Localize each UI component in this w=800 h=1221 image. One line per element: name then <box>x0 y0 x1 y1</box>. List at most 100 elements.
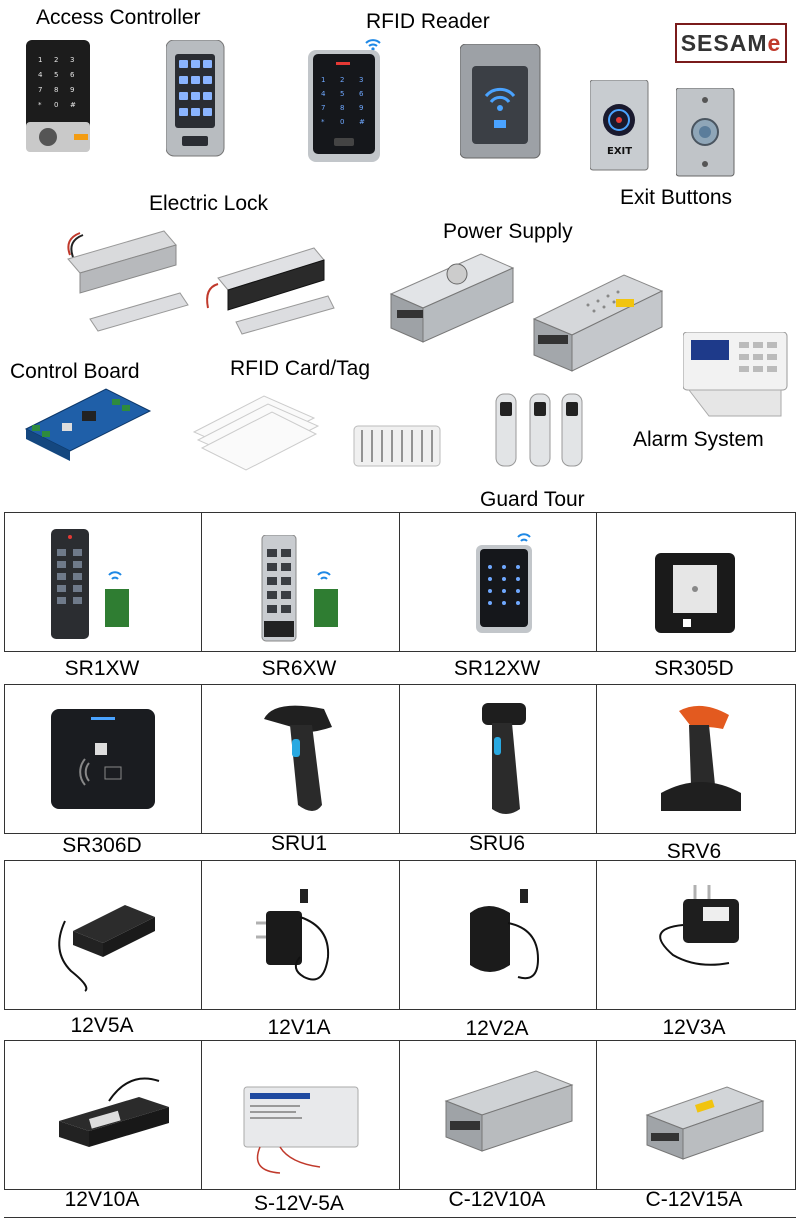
product-name-srv6: SRV6 <box>666 840 722 863</box>
svg-text:8: 8 <box>340 104 344 112</box>
rfid-reader-touch-image: 1 2 3 4 5 6 7 8 9 * 0 # <box>308 39 381 162</box>
svg-text:*: * <box>38 101 42 109</box>
sr306d-image <box>51 709 155 809</box>
product-name-sru6: SRU6 <box>468 832 526 855</box>
product-cell-12v1a <box>201 860 400 1010</box>
control-board-title: Control Board <box>10 360 140 383</box>
access-controller-metal-image <box>166 40 225 157</box>
svg-text:1: 1 <box>38 56 42 64</box>
product-cell-sru1 <box>201 684 400 834</box>
product-grid: SR1XW SR6XW SR12XW SR305D <box>4 512 796 1221</box>
product-cell-12v10a <box>4 1040 202 1190</box>
sru6-image <box>482 703 526 814</box>
product-cell-sr1xw <box>4 512 202 652</box>
grid-bottom-border <box>4 1217 796 1218</box>
product-name-sr6xw: SR6XW <box>261 657 337 680</box>
sr305d-image <box>655 553 735 633</box>
product-cell-sr12xw <box>399 512 597 652</box>
product-cell-sr306d <box>4 684 202 834</box>
product-name-c-12v10a: C-12V10A <box>448 1188 546 1211</box>
rfid-cards-image <box>192 395 320 471</box>
adapter-12v10a-image <box>59 1077 169 1147</box>
svg-text:0: 0 <box>54 101 58 109</box>
svg-text:#: # <box>70 101 76 109</box>
power-supply-image-2 <box>532 274 664 372</box>
sr12xw-image <box>476 533 532 633</box>
product-cell-srv6 <box>596 684 796 834</box>
control-board-image <box>24 388 152 461</box>
product-cell-sr6xw <box>201 512 400 652</box>
adapter-12v2a-image <box>470 889 540 980</box>
svg-text:2: 2 <box>54 56 58 64</box>
adapter-12v1a-image <box>256 889 330 981</box>
product-name-sr12xw: SR12XW <box>453 657 541 680</box>
product-name-12v5a: 12V5A <box>70 1014 134 1037</box>
exit-label: EXIT <box>607 146 632 157</box>
alarm-system-image <box>683 332 788 417</box>
svg-text:6: 6 <box>70 71 75 79</box>
product-cell-12v3a <box>596 860 796 1010</box>
product-name-12v10a: 12V10A <box>64 1188 140 1211</box>
svg-text:9: 9 <box>70 86 74 94</box>
product-cell-12v5a <box>4 860 202 1010</box>
svg-text:7: 7 <box>321 104 325 112</box>
product-cell-c-12v10a <box>399 1040 597 1190</box>
rfid-reader-title: RFID Reader <box>366 10 490 33</box>
product-name-sru1: SRU1 <box>270 832 328 855</box>
svg-text:0: 0 <box>340 118 344 126</box>
svg-text:5: 5 <box>340 90 344 98</box>
svg-text:2: 2 <box>340 76 344 84</box>
electric-lock-image-1 <box>67 230 189 332</box>
power-supply-title: Power Supply <box>443 220 573 243</box>
product-cell-sr305d <box>596 512 796 652</box>
product-name-s-12v-5a: S-12V-5A <box>254 1192 344 1215</box>
svg-text:#: # <box>359 118 365 126</box>
sru1-image <box>264 705 332 811</box>
product-name-12v2a: 12V2A <box>465 1017 529 1040</box>
product-name-12v3a: 12V3A <box>662 1016 726 1039</box>
power-supply-c-12v15a-image <box>645 1086 765 1160</box>
svg-text:4: 4 <box>321 90 326 98</box>
rfid-card-title: RFID Card/Tag <box>230 357 371 380</box>
svg-text:*: * <box>321 118 325 126</box>
sr1xw-image <box>51 529 129 639</box>
product-name-c-12v15a: C-12V15A <box>645 1188 743 1211</box>
alarm-system-title: Alarm System <box>633 428 764 451</box>
product-cell-s-12v-5a <box>201 1040 400 1190</box>
access-controller-fingerprint-image: 1 2 3 4 5 6 7 8 9 * 0 # <box>26 40 90 152</box>
guard-tour-image <box>495 393 583 467</box>
svg-text:4: 4 <box>38 71 43 79</box>
svg-text:1: 1 <box>321 76 325 84</box>
svg-text:3: 3 <box>70 56 74 64</box>
electric-lock-title: Electric Lock <box>149 192 269 215</box>
sr6xw-image <box>261 535 338 642</box>
product-name-12v1a: 12V1A <box>267 1016 331 1039</box>
power-supply-c-12v10a-image <box>444 1070 574 1152</box>
svg-text:6: 6 <box>359 90 364 98</box>
product-cell-sru6 <box>399 684 597 834</box>
power-supply-image-1 <box>389 253 515 343</box>
product-cell-c-12v15a <box>596 1040 796 1190</box>
exit-buttons-title: Exit Buttons <box>620 186 733 209</box>
svg-text:5: 5 <box>54 71 58 79</box>
svg-text:9: 9 <box>359 104 363 112</box>
adapter-12v5a-image <box>58 905 155 992</box>
power-supply-s-12v-5a-image <box>243 1086 359 1174</box>
exit-button-touch-image: EXIT <box>590 80 649 171</box>
product-name-sr305d: SR305D <box>654 657 734 680</box>
svg-text:8: 8 <box>54 86 58 94</box>
electric-lock-image-2 <box>206 247 335 335</box>
product-name-sr1xw: SR1XW <box>64 657 140 680</box>
product-cell-12v2a <box>399 860 597 1010</box>
product-name-sr306d: SR306D <box>62 834 142 857</box>
exit-button-metal-image <box>676 88 735 177</box>
svg-text:7: 7 <box>38 86 42 94</box>
rfid-reader-metal-image <box>460 44 541 159</box>
svg-text:3: 3 <box>359 76 363 84</box>
access-controller-title: Access Controller <box>36 6 201 29</box>
guard-tour-title: Guard Tour <box>480 488 585 511</box>
rfid-tag-roll-image <box>353 425 441 467</box>
adapter-12v3a-image <box>659 885 739 966</box>
srv6-image <box>661 705 741 811</box>
